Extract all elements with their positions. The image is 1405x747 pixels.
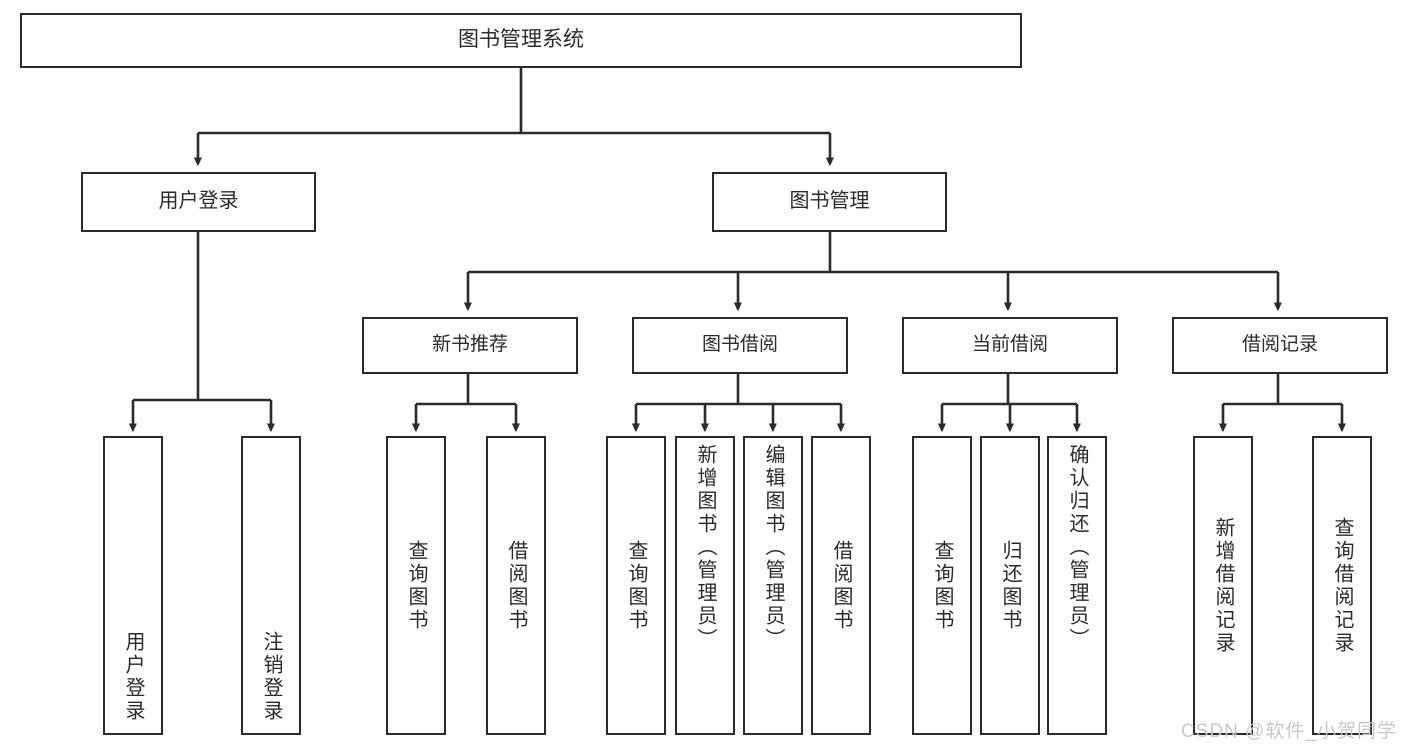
leaf-new-book-borrow-book[interactable]: 借阅图书 xyxy=(486,436,546,735)
leaf-label: 查询图书 xyxy=(931,539,953,632)
leaf-label: 编辑图书（管理员） xyxy=(762,444,784,651)
leaf-label: 查询借阅记录 xyxy=(1331,516,1353,655)
node-book-management[interactable]: 图书管理 xyxy=(712,172,947,232)
leaf-current-borrow-return-book[interactable]: 归还图书 xyxy=(980,436,1040,735)
node-label: 图书管理 xyxy=(789,190,870,213)
leaf-label: 用户登录 xyxy=(122,631,144,723)
node-new-book-recommend[interactable]: 新书推荐 xyxy=(362,317,578,374)
leaf-label: 借阅图书 xyxy=(830,539,852,632)
node-label: 图书管理系统 xyxy=(458,28,584,52)
node-label: 借阅记录 xyxy=(1241,334,1318,356)
leaf-book-borrow-borrow-book[interactable]: 借阅图书 xyxy=(811,436,871,735)
leaf-label: 确认归还（管理员） xyxy=(1066,444,1088,651)
node-root-book-management-system[interactable]: 图书管理系统 xyxy=(20,13,1022,68)
leaf-current-borrow-query-book[interactable]: 查询图书 xyxy=(912,436,972,735)
node-book-borrow[interactable]: 图书借阅 xyxy=(632,317,848,374)
watermark-text: CSDN @软件_小贺同学 xyxy=(1181,721,1397,742)
leaf-borrow-record-query-record[interactable]: 查询借阅记录 xyxy=(1312,436,1372,735)
leaf-label: 借阅图书 xyxy=(505,539,527,632)
node-label: 用户登录 xyxy=(158,190,239,213)
leaf-label: 查询图书 xyxy=(625,539,647,632)
node-label: 图书借阅 xyxy=(701,334,778,356)
leaf-label: 查询图书 xyxy=(405,539,427,632)
node-label: 当前借阅 xyxy=(971,334,1048,356)
node-borrow-record[interactable]: 借阅记录 xyxy=(1172,317,1388,374)
leaf-new-book-query-book[interactable]: 查询图书 xyxy=(386,436,446,735)
node-user-login[interactable]: 用户登录 xyxy=(81,172,316,232)
leaf-book-borrow-edit-book-admin[interactable]: 编辑图书（管理员） xyxy=(743,436,803,735)
leaf-current-borrow-confirm-return-admin[interactable]: 确认归还（管理员） xyxy=(1047,436,1107,735)
node-current-borrow[interactable]: 当前借阅 xyxy=(902,317,1118,374)
leaf-label: 新增图书（管理员） xyxy=(694,444,716,651)
leaf-user-login-logout[interactable]: 注销登录 xyxy=(241,436,301,735)
leaf-user-login-login[interactable]: 用户登录 xyxy=(103,436,163,735)
leaf-label: 注销登录 xyxy=(260,631,282,723)
leaf-label: 归还图书 xyxy=(999,539,1021,632)
leaf-book-borrow-add-book-admin[interactable]: 新增图书（管理员） xyxy=(675,436,735,735)
leaf-borrow-record-add-record[interactable]: 新增借阅记录 xyxy=(1193,436,1253,735)
leaf-label: 新增借阅记录 xyxy=(1212,516,1234,655)
node-label: 新书推荐 xyxy=(431,334,508,356)
leaf-book-borrow-query-book[interactable]: 查询图书 xyxy=(606,436,666,735)
